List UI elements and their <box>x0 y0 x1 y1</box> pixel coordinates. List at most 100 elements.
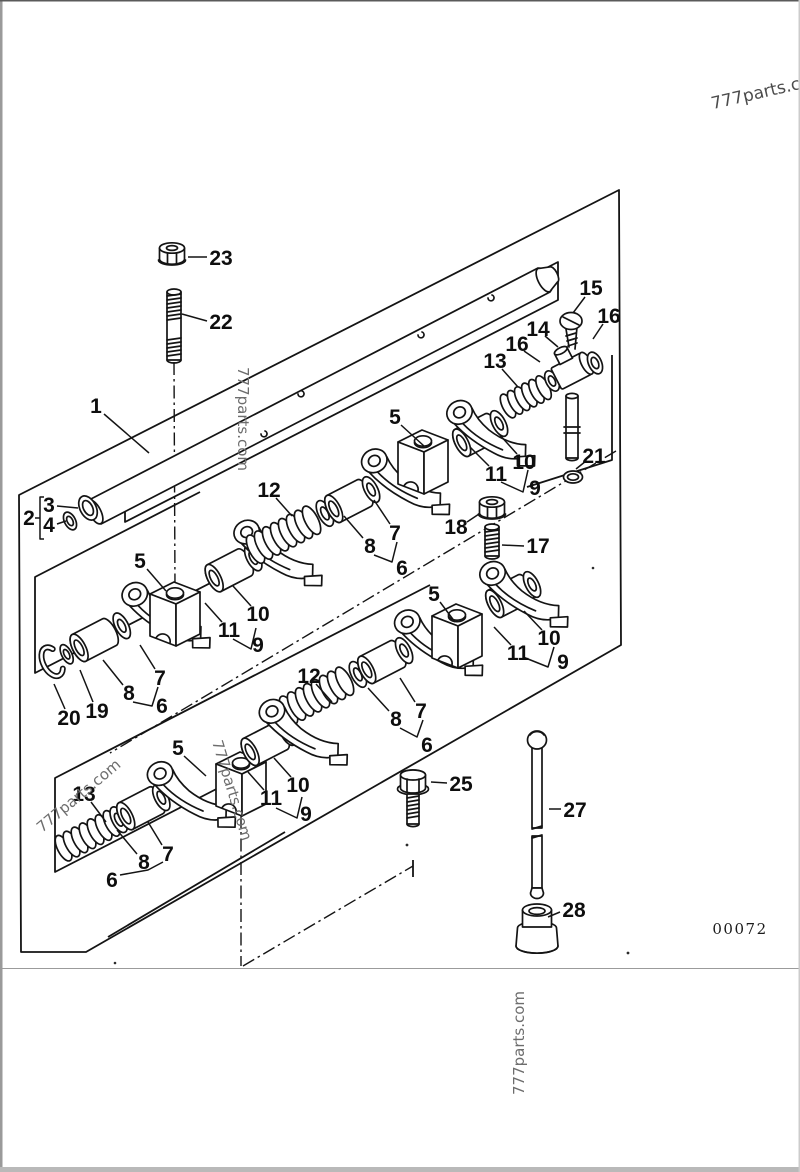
leader-16 <box>592 323 604 340</box>
leader-5 <box>146 568 167 592</box>
callout-15: 15 <box>579 277 603 300</box>
leader-28 <box>547 911 561 918</box>
leader-14 <box>544 335 559 348</box>
leader-19 <box>79 669 94 703</box>
shaft-collar <box>77 495 99 521</box>
watermarks: 777parts.com 777parts.com 777parts.com 7… <box>33 68 800 1095</box>
leader-16 <box>523 350 541 363</box>
leader-8 <box>343 515 364 539</box>
leader-9 <box>275 796 303 819</box>
callout-7: 7 <box>415 700 427 723</box>
outer-boundary <box>18 189 622 953</box>
callout-13: 13 <box>483 350 506 373</box>
centerline-diagonal-lower <box>242 865 414 967</box>
flange-bolt <box>396 769 430 828</box>
callout-9: 9 <box>252 634 264 657</box>
leader-12 <box>315 683 333 703</box>
leader-13 <box>501 368 519 388</box>
callout-8: 8 <box>364 535 376 558</box>
tappet-cap <box>515 903 559 955</box>
leader-7 <box>399 677 416 703</box>
set-bolt <box>484 523 500 560</box>
leader-9 <box>500 469 529 493</box>
leader-10 <box>498 433 518 455</box>
oil-hole <box>297 390 305 398</box>
callout-6: 6 <box>106 869 118 892</box>
leader-8 <box>116 829 138 855</box>
callout-9: 9 <box>557 651 569 674</box>
leader-21 <box>575 460 587 470</box>
callout-6: 6 <box>421 734 433 757</box>
speck <box>626 951 630 955</box>
adjuster-body <box>550 345 595 390</box>
leader-22 <box>181 313 208 322</box>
callout-5: 5 <box>134 550 146 573</box>
adjuster-assembly <box>496 311 604 484</box>
watermark-upper-middle: 777parts.com <box>234 367 252 471</box>
callout-8: 8 <box>390 708 402 731</box>
centerline-stud <box>173 361 176 590</box>
stud <box>166 288 182 364</box>
rocker-shaft <box>86 265 560 525</box>
callout-11: 11 <box>485 463 508 486</box>
leader-11 <box>247 771 265 791</box>
callout-8: 8 <box>138 851 150 874</box>
callout-16: 16 <box>597 305 620 328</box>
callout-7: 7 <box>154 667 166 690</box>
leader-6 <box>132 686 159 707</box>
leader-10 <box>232 585 252 607</box>
callout-7: 7 <box>389 522 401 545</box>
leader-2 <box>39 496 44 540</box>
callout-16: 16 <box>505 333 528 356</box>
callout-1: 1 <box>90 395 102 418</box>
top-edge-artifact <box>0 0 800 2</box>
leader-15 <box>572 296 586 314</box>
lower-row-panel <box>54 584 431 873</box>
watermark-bottom: 777parts.com <box>510 991 528 1095</box>
right-edge-artifact <box>798 0 800 1172</box>
callout-14: 14 <box>526 318 550 341</box>
callout-12: 12 <box>257 479 280 502</box>
leader-11 <box>493 626 512 646</box>
callout-10: 10 <box>286 774 309 797</box>
leader-9 <box>522 646 555 668</box>
leader-4 <box>56 520 67 525</box>
watermark-top-right: 777parts.com <box>709 68 800 114</box>
oil-hole <box>260 430 268 438</box>
callout-9: 9 <box>529 477 541 500</box>
leader-5 <box>183 755 207 777</box>
callout-22: 22 <box>209 311 232 334</box>
callout-10: 10 <box>512 451 535 474</box>
leader-25 <box>430 781 448 784</box>
leader-6 <box>399 719 424 738</box>
callout-6: 6 <box>156 695 168 718</box>
valve-stem <box>563 392 581 462</box>
leader-5 <box>439 601 456 623</box>
leader-7 <box>147 821 163 846</box>
oil-hole <box>487 294 495 302</box>
leader-11 <box>469 446 490 467</box>
callout-2: 2 <box>23 507 35 530</box>
callout-20: 20 <box>57 707 80 730</box>
leader-17 <box>501 544 525 547</box>
callout-23: 23 <box>209 247 232 270</box>
callout-4: 4 <box>43 514 55 537</box>
callout-25: 25 <box>449 773 473 796</box>
oil-hole <box>417 331 425 339</box>
callout-28: 28 <box>562 899 586 922</box>
lock-nut <box>157 241 187 266</box>
leader-20 <box>53 683 66 710</box>
callout-27: 27 <box>563 799 586 822</box>
leader-13 <box>90 801 107 823</box>
bottom-edge-artifact <box>0 1167 800 1172</box>
callout-5: 5 <box>389 406 401 429</box>
callout-19: 19 <box>85 700 108 723</box>
callout-8: 8 <box>123 682 135 705</box>
speck <box>405 843 409 847</box>
callout-11: 11 <box>260 787 283 810</box>
callout-11: 11 <box>507 642 530 665</box>
leader-7 <box>139 644 156 670</box>
